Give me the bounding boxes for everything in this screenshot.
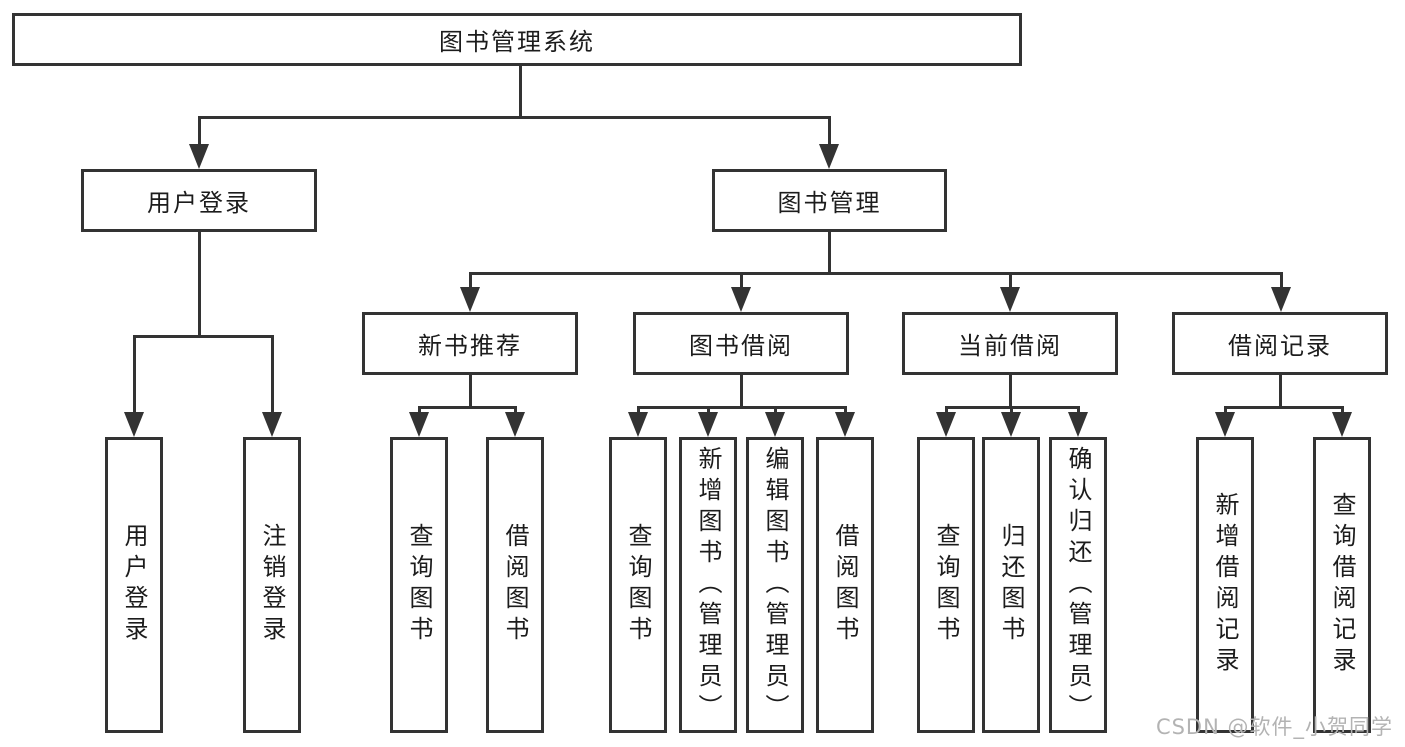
connector-line	[133, 335, 136, 414]
node-user-login: 用户登录	[81, 169, 317, 232]
connector-line	[514, 406, 517, 415]
node-borrowing-records: 借阅记录	[1172, 312, 1388, 375]
leaf-logout: 注销登录	[243, 437, 301, 733]
leaf-new-borrow-books: 借阅图书	[486, 437, 544, 733]
connector-line	[1224, 406, 1344, 409]
arrowhead	[409, 412, 429, 437]
arrowhead	[505, 412, 525, 437]
connector-line	[740, 374, 743, 408]
connector-line	[271, 335, 274, 414]
node-library-management-system: 图书管理系统	[12, 13, 1022, 66]
leaf-records-add-record: 新增借阅记录	[1196, 437, 1254, 733]
leaf-records-query-record: 查询借阅记录	[1313, 437, 1371, 733]
connector-line	[1280, 272, 1283, 289]
connector-line	[1077, 406, 1080, 415]
arrowhead	[460, 287, 480, 312]
connector-line	[740, 272, 743, 289]
connector-line	[828, 116, 831, 146]
arrowhead	[731, 287, 751, 312]
arrowhead	[1215, 412, 1235, 437]
arrowhead	[1068, 412, 1088, 437]
arrowhead	[936, 412, 956, 437]
leaf-current-confirm-return-admin: 确认归还（管理员）	[1049, 437, 1107, 733]
leaf-new-query-books: 查询图书	[390, 437, 448, 733]
arrowhead	[1001, 412, 1021, 437]
connector-line	[1009, 272, 1012, 289]
connector-line	[418, 406, 421, 415]
connector-line	[1010, 406, 1013, 415]
leaf-borrow-query-books: 查询图书	[609, 437, 667, 733]
arrowhead	[698, 412, 718, 437]
connector-line	[844, 406, 847, 415]
node-book-management: 图书管理	[712, 169, 947, 232]
csdn-watermark: CSDN @软件_小贺同学	[1155, 715, 1393, 739]
node-current-borrowing: 当前借阅	[902, 312, 1118, 375]
connector-line	[1279, 374, 1282, 408]
connector-line	[133, 335, 274, 338]
arrowhead	[124, 412, 144, 437]
connector-line	[418, 406, 517, 409]
connector-line	[637, 406, 847, 409]
arrowhead	[835, 412, 855, 437]
arrowhead	[189, 144, 209, 169]
arrowhead	[1271, 287, 1291, 312]
connector-line	[945, 406, 948, 415]
arrowhead	[628, 412, 648, 437]
connector-line	[469, 374, 472, 408]
leaf-user-login: 用户登录	[105, 437, 163, 733]
connector-line	[1009, 374, 1012, 408]
leaf-borrow-borrow-books: 借阅图书	[816, 437, 874, 733]
arrowhead	[262, 412, 282, 437]
connector-line	[469, 272, 1283, 275]
connector-line	[1224, 406, 1227, 415]
connector-line	[469, 272, 472, 289]
arrowhead	[819, 144, 839, 169]
node-new-book-recommend: 新书推荐	[362, 312, 578, 375]
connector-line	[828, 231, 831, 275]
connector-line	[637, 406, 640, 415]
arrowhead	[1332, 412, 1352, 437]
connector-line	[519, 66, 522, 119]
leaf-borrow-add-books-admin: 新增图书（管理员）	[679, 437, 737, 733]
arrowhead	[765, 412, 785, 437]
connector-line	[707, 406, 710, 415]
connector-line	[198, 116, 831, 119]
leaf-current-return-books: 归还图书	[982, 437, 1040, 733]
leaf-current-query-books: 查询图书	[917, 437, 975, 733]
connector-line	[198, 231, 201, 337]
node-book-borrowing: 图书借阅	[633, 312, 849, 375]
leaf-borrow-edit-books-admin: 编辑图书（管理员）	[746, 437, 804, 733]
connector-line	[774, 406, 777, 415]
connector-line	[1341, 406, 1344, 415]
arrowhead	[1000, 287, 1020, 312]
connector-line	[198, 116, 201, 146]
